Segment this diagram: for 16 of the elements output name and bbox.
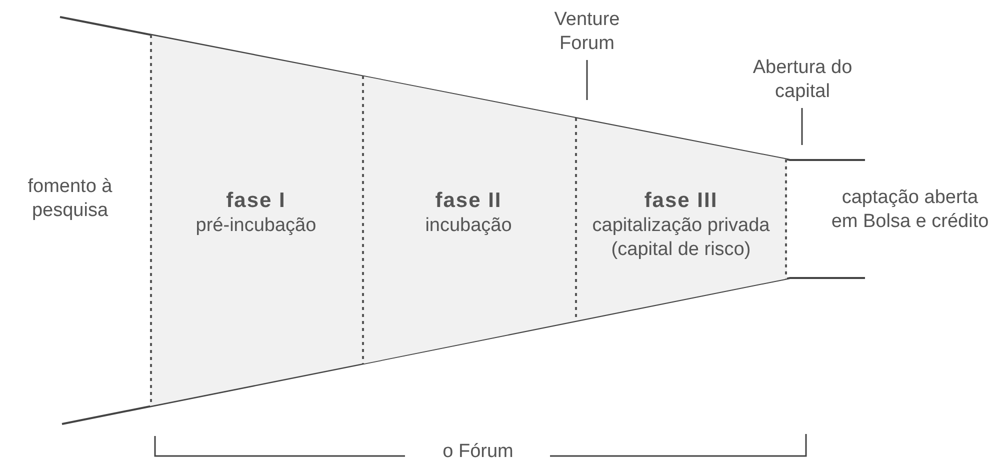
leader-line	[586, 60, 588, 100]
phase-title: fase I	[226, 188, 286, 214]
phase-description: capitalização privada (capital de risco)	[591, 214, 771, 262]
phase-title: fase III	[644, 188, 718, 214]
phase-description: incubação	[424, 214, 513, 238]
text-label: fomento à pesquisa	[26, 175, 114, 223]
milestone-label: Abertura do capital	[735, 56, 870, 104]
phase-title: fase II	[435, 188, 502, 214]
text-label: o Fórum	[442, 440, 514, 461]
phase-region	[150, 35, 362, 406]
text-label: captação aberta em Bolsa e crédito	[830, 186, 990, 234]
phase-region	[362, 76, 575, 364]
milestone-label: Venture Forum	[537, 8, 637, 56]
phase-region	[575, 118, 787, 321]
leader-line	[801, 108, 803, 145]
phase-description: pré-incubação	[194, 214, 318, 238]
